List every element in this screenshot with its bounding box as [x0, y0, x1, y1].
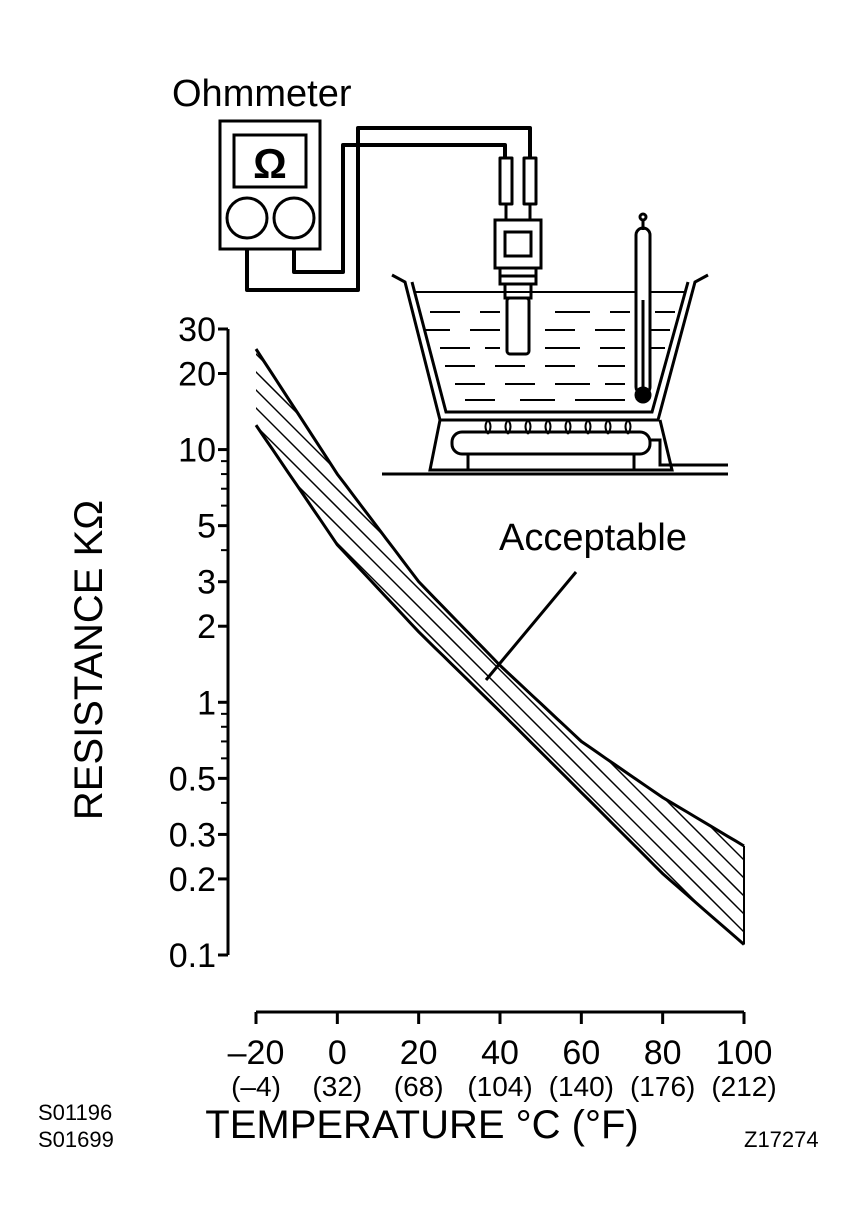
flames: [484, 418, 632, 435]
x-tick-sublabel: (212): [711, 1071, 776, 1102]
hatch-line: [437, 349, 744, 945]
hatch-line: [509, 349, 744, 945]
acceptable-band: [254, 320, 862, 960]
hatch-line: [275, 349, 744, 945]
code-right: Z17274: [744, 1127, 819, 1152]
hatch-line: [762, 320, 862, 960]
hatch-line: [725, 349, 744, 945]
y-tick-label: 0.5: [169, 760, 216, 798]
hatch-line: [256, 349, 287, 945]
lead-outer: [245, 126, 532, 292]
x-tick-sublabel: (176): [630, 1071, 695, 1102]
x-tick-label: 60: [562, 1034, 600, 1072]
hatch-line: [635, 349, 744, 945]
x-tick-sublabel: (104): [467, 1071, 532, 1102]
y-tick-label: 0.2: [169, 861, 216, 899]
x-axis-label: TEMPERATURE °C (°F): [205, 1103, 638, 1147]
hatch-line: [834, 320, 862, 960]
ohmmeter-display: [232, 133, 308, 189]
temperature-sensor: [493, 218, 543, 356]
x-tick-sublabel: (32): [312, 1071, 362, 1102]
y-tick-label: 0.1: [169, 937, 216, 975]
code-left-top: S01196: [38, 1100, 112, 1125]
x-tick-sublabel: (140): [549, 1071, 614, 1102]
y-tick-label: 2: [197, 608, 216, 646]
hatch-line: [256, 349, 744, 945]
probe-right: [522, 156, 538, 206]
x-tick-sublabel: (–4): [231, 1071, 281, 1102]
acceptable-leader-line: [484, 571, 578, 681]
hatch-line: [256, 349, 744, 945]
hatch-line: [852, 320, 862, 960]
hatch-line: [329, 349, 744, 945]
hatch-line: [689, 349, 744, 945]
x-tick-label: –20: [228, 1034, 285, 1072]
y-tick-label: 10: [178, 432, 216, 470]
acceptable-label: Acceptable: [499, 517, 687, 559]
hatch-line: [293, 349, 744, 945]
x-tick-label: 0: [328, 1034, 347, 1072]
hatch-line: [256, 349, 305, 945]
band-hatching: [256, 320, 862, 960]
meter-jack-right: [272, 196, 316, 240]
y-tick-label: 5: [197, 508, 216, 546]
y-tick-label: 20: [178, 356, 216, 394]
water-lines: [425, 311, 675, 401]
hatch-line: [581, 349, 744, 945]
hatch-line: [707, 349, 744, 945]
y-axis-ticks: 30 20 10 5 3 2 1 0.5 0.3 0.2 0.1: [169, 311, 228, 975]
hatch-line: [816, 320, 862, 960]
hatch-line: [653, 349, 744, 945]
ohmmeter-illustration: Ohmmeter Ω: [172, 73, 352, 251]
hatch-line: [256, 349, 744, 945]
hatch-line: [419, 349, 744, 945]
hatch-line: [473, 349, 744, 945]
lower-limit-curve: [254, 424, 745, 946]
meter-jack-left: [225, 196, 269, 240]
hatch-line: [311, 349, 744, 945]
water-pot: [391, 273, 709, 422]
hatch-line: [743, 349, 744, 945]
ohm-icon: Ω: [253, 140, 287, 187]
lead-inner: [292, 143, 507, 274]
x-axis-ticks: –20(–4) 0(32) 20(68) 40(104) 60(140) 80(176) 1…: [228, 1012, 777, 1102]
hatch-line: [256, 349, 744, 945]
y-axis-label: RESISTANCE KΩ: [67, 500, 111, 820]
hatch-line: [256, 349, 744, 945]
hatch-line: [383, 349, 744, 945]
hatch-line: [256, 349, 665, 945]
hatch-line: [545, 349, 744, 945]
y-tick-label: 1: [197, 684, 216, 722]
ohmmeter-label: Ohmmeter: [172, 73, 352, 115]
probe-left: [498, 156, 514, 206]
thermometer-bulb: [634, 386, 652, 404]
hatch-line: [257, 349, 744, 945]
burner: [450, 430, 652, 456]
sensor-probe: [505, 296, 531, 356]
hatch-line: [256, 349, 683, 945]
upper-limit-curve: [254, 348, 745, 848]
hatch-line: [256, 349, 744, 945]
x-tick-label: 80: [644, 1034, 682, 1072]
x-tick-label: 20: [400, 1034, 438, 1072]
heater-stand: [382, 418, 728, 476]
x-tick-label: 100: [716, 1034, 773, 1072]
hatch-line: [256, 349, 323, 945]
test-leads: [245, 126, 538, 292]
y-tick-label: 0.3: [169, 816, 216, 854]
y-tick-label: 3: [197, 564, 216, 602]
hatch-line: [780, 320, 862, 960]
x-tick-sublabel: (68): [394, 1071, 444, 1102]
hatch-line: [256, 349, 701, 945]
x-tick-label: 40: [481, 1034, 519, 1072]
y-tick-label: 30: [178, 311, 216, 349]
hatch-line: [798, 320, 862, 960]
hatch-line: [671, 349, 744, 945]
code-left-bottom: S01699: [38, 1127, 114, 1152]
hatch-line: [256, 349, 744, 945]
thermometer: [634, 212, 652, 404]
